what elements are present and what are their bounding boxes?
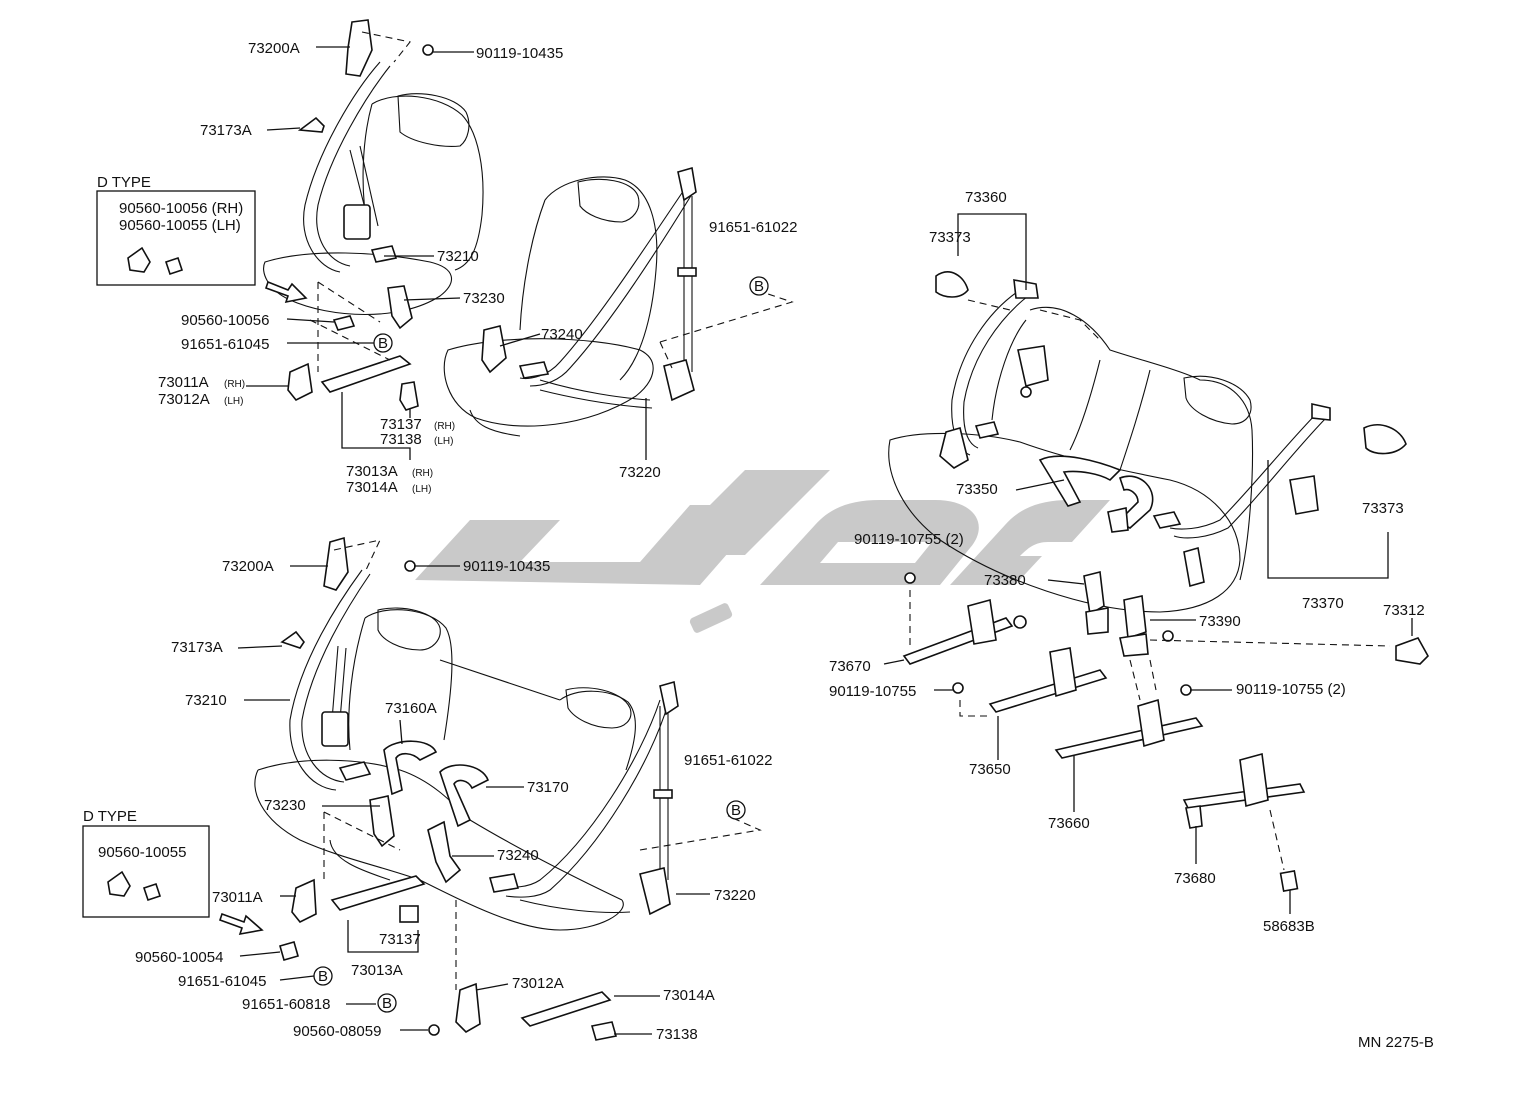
b-marker-label: B (318, 968, 328, 985)
b-markers: B B B B B (313, 276, 769, 1013)
part-label-sub: (RH) (224, 379, 245, 390)
b-marker-label: B (754, 278, 764, 295)
part-label: 73200A (222, 558, 274, 575)
dtype-box-lower: D TYPE 90560-10055 (82, 808, 210, 918)
part-label: 90119-10755 (2) (854, 531, 964, 548)
part-label: 73312 (1383, 602, 1425, 619)
upper-left-seat-assembly (263, 19, 484, 411)
b-marker-label: B (378, 335, 388, 352)
part-label: 73373 (929, 229, 971, 246)
part-label: 73014A (346, 479, 398, 496)
part-label: 73137 (380, 416, 422, 433)
leader-lines (237, 46, 1413, 1035)
lower-left-labels: 73200A 90119-10435 73173A 73210 73160A 7… (135, 558, 772, 1043)
part-label: 91651-61022 (684, 752, 772, 769)
part-label: 90119-10435 (476, 45, 563, 62)
part-label: 90560-10056 (181, 312, 269, 329)
part-label: 91651-61022 (709, 219, 797, 236)
dtype-line1-upper: 90560-10056 (RH) (119, 200, 243, 217)
part-label: 90119-10755 (829, 683, 916, 700)
b-marker-icon (313, 966, 333, 986)
part-label: 73373 (1362, 500, 1404, 517)
lower-left-seat-assembly (254, 536, 762, 1041)
b-marker-icon (377, 993, 397, 1013)
part-label: 73138 (656, 1026, 698, 1043)
b-marker-icon (749, 276, 769, 296)
part-label-sub: (LH) (224, 396, 243, 407)
part-label: 73011A (212, 889, 263, 906)
part-label: 73680 (1174, 870, 1216, 887)
part-label: 73137 (379, 931, 421, 948)
part-label: 73012A (158, 391, 210, 408)
part-label: 73013A (351, 962, 403, 979)
part-label: 91651-60818 (242, 996, 330, 1013)
part-label: 73650 (969, 761, 1011, 778)
part-label: 91651-61045 (178, 973, 266, 990)
part-label: 73210 (185, 692, 227, 709)
part-label: 73014A (663, 987, 715, 1004)
part-label: 73230 (264, 797, 306, 814)
part-label: 73220 (714, 887, 756, 904)
part-label: 73173A (200, 122, 252, 139)
b-marker-icon (726, 800, 746, 820)
part-label: 73350 (956, 481, 998, 498)
upper-left-labels: 73200A 90119-10435 73173A 73210 73230 90… (158, 40, 797, 496)
part-label: 91651-61045 (181, 336, 269, 353)
part-label-sub: (RH) (434, 421, 455, 432)
part-label: 73390 (1199, 613, 1241, 630)
part-label: 73230 (463, 290, 505, 307)
diagram-code: MN 2275-B (1358, 1034, 1434, 1051)
part-label: 58683B (1263, 918, 1315, 935)
dtype-title-upper: D TYPE (97, 174, 151, 191)
part-label: 73012A (512, 975, 564, 992)
part-label: 73240 (541, 326, 583, 343)
dtype-title-lower: D TYPE (83, 808, 137, 825)
part-label: 90560-08059 (293, 1023, 381, 1040)
part-label: 73370 (1302, 595, 1344, 612)
watermark-logo (415, 470, 1110, 633)
arrow-icon-upper (264, 280, 308, 304)
part-label: 73220 (619, 464, 661, 481)
part-label: 73011A (158, 374, 209, 391)
part-label: 90119-10435 (463, 558, 550, 575)
upper-middle-seat-assembly (443, 166, 794, 437)
part-label: 73173A (171, 639, 223, 656)
part-label-sub: (LH) (434, 436, 453, 447)
part-label: 73170 (527, 779, 569, 796)
part-label: 73240 (497, 847, 539, 864)
b-marker-label: B (382, 995, 392, 1012)
part-label: 73360 (965, 189, 1007, 206)
b-marker-label: B (731, 802, 741, 819)
part-label: 73013A (346, 463, 398, 480)
part-label-sub: (RH) (412, 468, 433, 479)
right-labels: 73360 73373 73373 73350 90119-10755 (2) … (829, 189, 1425, 935)
part-label: 73380 (984, 572, 1026, 589)
dtype-line1-lower: 90560-10055 (98, 844, 186, 861)
part-label: 73200A (248, 40, 300, 57)
part-label: 73670 (829, 658, 871, 675)
rear-seat-assembly (888, 213, 1429, 893)
part-label: 73210 (437, 248, 479, 265)
part-label: 90119-10755 (2) (1236, 681, 1346, 698)
dtype-line2-upper: 90560-10055 (LH) (119, 217, 241, 234)
arrow-icon-lower (218, 912, 264, 936)
b-marker-icon (373, 333, 393, 353)
part-label: 73160A (385, 700, 437, 717)
part-label: 73138 (380, 431, 422, 448)
dtype-box-upper: D TYPE 90560-10056 (RH) 90560-10055 (LH) (96, 174, 256, 286)
part-label: 73660 (1048, 815, 1090, 832)
part-label-sub: (LH) (412, 484, 431, 495)
part-label: 90560-10054 (135, 949, 223, 966)
